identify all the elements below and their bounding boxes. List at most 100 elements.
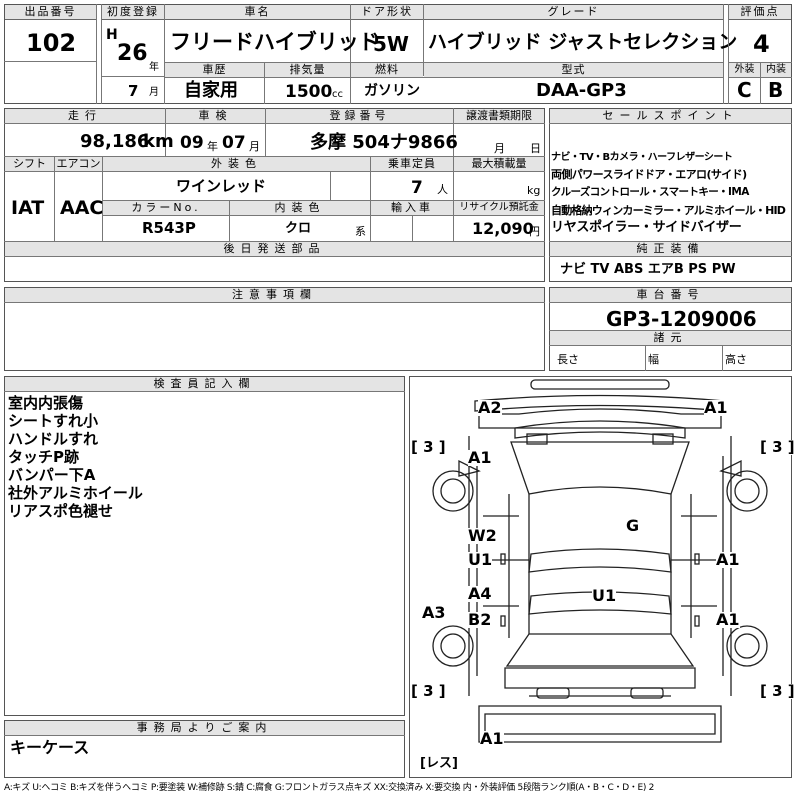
inspector-label: 検査員記入欄	[5, 377, 404, 391]
transfer-label: 譲渡書類期限	[454, 109, 544, 123]
height-label: 高さ	[725, 353, 747, 366]
mark-spare-tire: [レス]	[420, 756, 458, 771]
inspector-line-7: リアスポ色褪せ	[8, 502, 114, 520]
equipment: ナビ TV ABS エアB PS PW	[560, 262, 736, 277]
mark-left-front-door-u: U1	[468, 550, 493, 569]
mark-left-rear-door-a: A4	[468, 584, 492, 603]
inspection-year-unit: 年	[207, 140, 218, 153]
int-color: クロ	[285, 221, 312, 236]
mark-front-left-fender: A1	[468, 448, 492, 467]
recycle-fee: 12,090	[472, 219, 534, 238]
sales-line-4: 自動格納ウィンカーミラー・アルミホイール・HID	[551, 204, 786, 217]
inspector-line-6: 社外アルミホイール	[8, 484, 143, 502]
mark-left-rear-door-b: B2	[468, 610, 492, 629]
width-label: 幅	[648, 353, 659, 366]
transfer-month-unit: 月	[494, 142, 505, 155]
ac-label: エアコン	[55, 157, 102, 171]
grade: ハイブリッド ジャストセレクション	[428, 31, 738, 53]
notes-label: 注意事項欄	[5, 288, 544, 302]
grade-label: グレード	[424, 5, 723, 20]
fuel-label: 燃料	[351, 63, 423, 77]
legend: A:キズ U:ヘコミ B:キズを伴うヘコミ P:要塗装 W:補修跡 S:錆 C:…	[4, 783, 655, 793]
mileage: 98,186	[80, 131, 150, 152]
model: DAA-GP3	[536, 80, 627, 101]
sales-line-1: ナビ・TV・Bカメラ・ハーフレザーシート	[551, 152, 733, 163]
score: 4	[753, 30, 770, 58]
car-name-label: 車名	[165, 5, 350, 20]
mark-right-front-door: A1	[716, 550, 740, 569]
plate-number: 多摩 504ナ9866	[310, 132, 458, 153]
inspector-line-4: タッチP跡	[8, 448, 79, 466]
mark-left-rear-quarter: A3	[422, 603, 446, 622]
top-info-block	[4, 4, 792, 104]
office-block	[4, 720, 405, 778]
mileage-unit: km	[143, 131, 174, 152]
door-label: ドア形状	[351, 5, 423, 20]
later-parts-label: 後日発送部品	[5, 242, 544, 256]
office-note: キーケース	[10, 738, 90, 757]
car-name: フリードハイブリッド	[170, 30, 380, 54]
notes-block	[4, 287, 545, 371]
ext-color: ワインレッド	[176, 177, 267, 195]
office-label: 事務局よりご案内	[5, 721, 404, 735]
recycle-label: リサイクル預託金	[454, 201, 544, 215]
sales-points-block	[549, 108, 792, 282]
int-grade: B	[768, 78, 784, 102]
mark-front-left-tire: [ 3 ]	[411, 438, 446, 456]
mark-left-front-door-w: W2	[468, 526, 497, 545]
lot-no: 102	[26, 29, 77, 57]
mark-front-right-bumper: A1	[704, 398, 728, 417]
displacement-unit: cc	[332, 89, 343, 100]
reg-month: 7	[128, 82, 139, 100]
length-label: 長さ	[557, 353, 579, 366]
reg-year: 26	[117, 41, 148, 66]
displacement-label: 排気量	[265, 63, 350, 77]
inspection-month-unit: 月	[249, 140, 260, 153]
inspection-month: 07	[222, 133, 246, 153]
mark-rear-left-tire: [ 3 ]	[411, 682, 446, 700]
history: 自家用	[184, 80, 238, 101]
inspector-line-2: シートすれ小	[8, 412, 99, 430]
load-unit: kg	[527, 184, 541, 197]
color-no: R543P	[142, 219, 196, 237]
load-label: 最大積載量	[454, 157, 544, 171]
chassis-block	[549, 287, 792, 371]
shift: IAT	[11, 197, 45, 219]
capacity-label: 乗車定員	[371, 157, 453, 171]
capacity: 7	[411, 178, 423, 198]
import-label: 輸入車	[371, 201, 453, 215]
sales-line-3: クルーズコントロール・スマートキー・IMA	[551, 186, 749, 198]
color-no-label: カラーNo.	[103, 201, 229, 215]
sales-line-2: 両側パワースライドドア・エアロ(サイド)	[551, 168, 747, 181]
chassis-label: 車台番号	[550, 288, 791, 302]
shift-label: シフト	[5, 157, 54, 171]
mark-front-left-bumper: A2	[478, 398, 502, 417]
model-label: 型式	[424, 63, 723, 77]
inspector-line-1: 室内内張傷	[8, 394, 84, 412]
int-color-label: 内装色	[230, 201, 370, 215]
damage-diagram	[409, 376, 792, 778]
car-outline	[432, 379, 768, 743]
ext-grade: C	[737, 78, 752, 102]
door-type: 5W	[373, 32, 409, 56]
mileage-label: 走行	[5, 109, 165, 123]
inspection-label: 車検	[166, 109, 265, 123]
fuel: ガソリン	[364, 83, 420, 99]
mark-roof: U1	[592, 586, 617, 605]
history-label: 車歴	[165, 63, 264, 77]
year-unit: 年	[149, 62, 159, 73]
chassis-number: GP3-1209006	[606, 307, 757, 331]
recycle-unit: 円	[529, 225, 540, 238]
mark-rear-right-tire: [ 3 ]	[760, 682, 795, 700]
lot-no-label: 出品番号	[5, 5, 96, 20]
ext-color-label: 外装色	[103, 157, 370, 171]
first-reg-label: 初度登録	[102, 5, 164, 20]
month-unit: 月	[149, 87, 159, 98]
int-color-unit: 系	[355, 225, 366, 238]
int-grade-label: 内装	[761, 63, 791, 77]
ext-grade-label: 外装	[729, 63, 760, 77]
displacement: 1500	[285, 82, 333, 102]
transfer-day-unit: 日	[530, 142, 541, 155]
mark-windshield: G	[626, 516, 640, 535]
mark-right-rear-door: A1	[716, 610, 740, 629]
